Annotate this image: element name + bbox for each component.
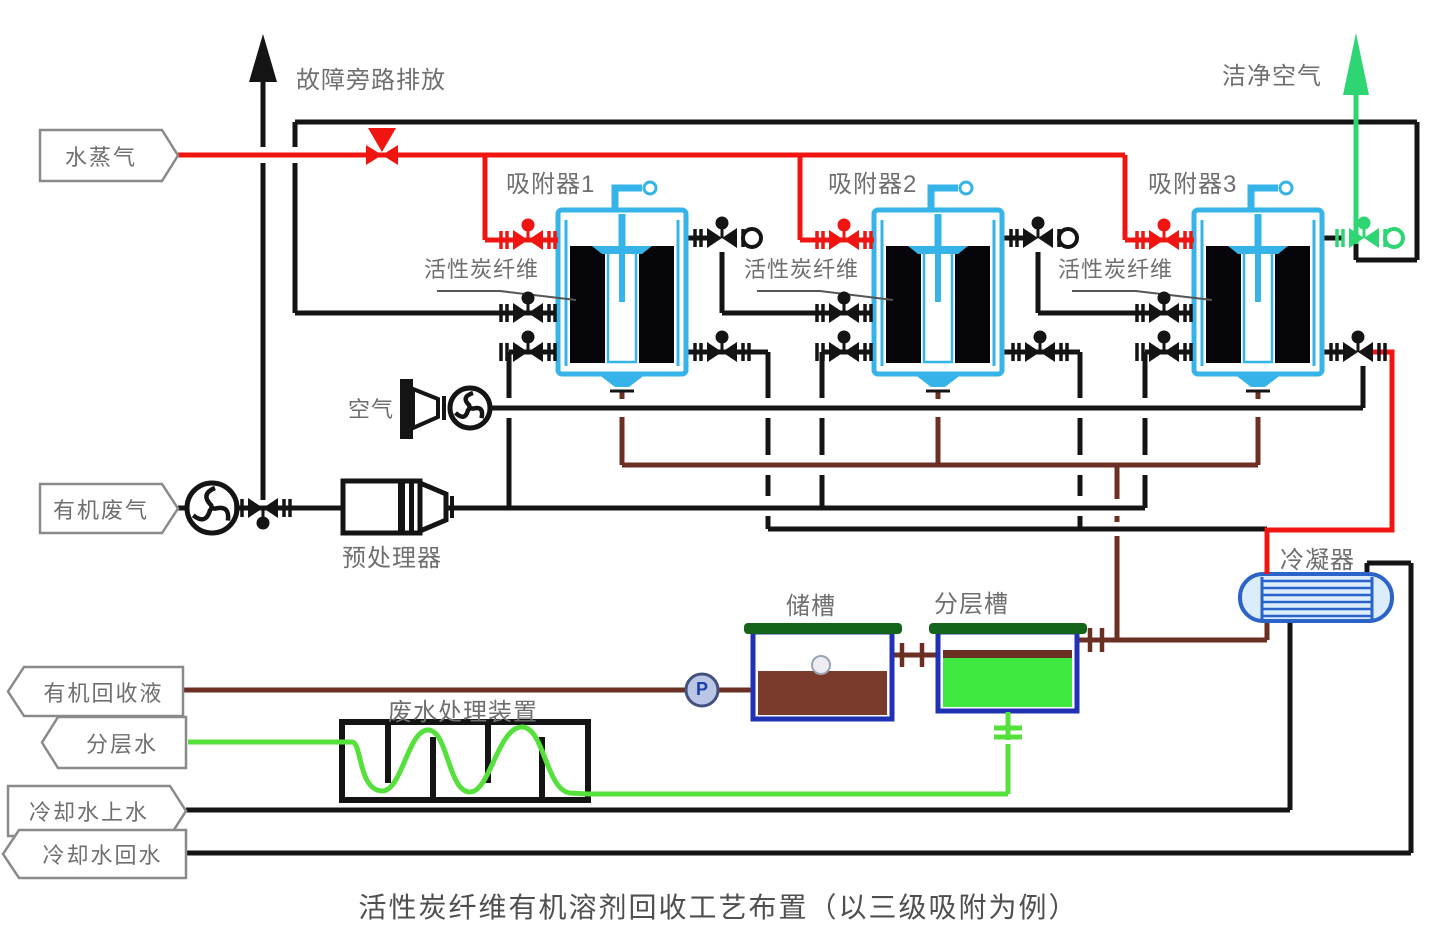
label-storage-tank: 储槽 [786, 593, 836, 620]
piping-clean-air-green [1343, 33, 1369, 244]
inlet-valve-low-1 [499, 330, 557, 362]
label-acf-3: 活性炭纤维 [1058, 257, 1174, 282]
adsorber-vessel-1 [555, 180, 689, 393]
tag-shapes [1, 128, 188, 880]
label-condenser: 冷凝器 [1280, 547, 1355, 574]
steam-valve-1 [499, 218, 557, 250]
waste-gas-blower-icon [184, 480, 240, 536]
label-acf-1: 活性炭纤维 [424, 257, 540, 282]
steam-valve-2 [815, 218, 873, 250]
air-blower-icon [447, 385, 493, 431]
inlet-valve-mid-1 [499, 291, 557, 323]
label-adsorber-3: 吸附器3 [1148, 171, 1238, 198]
tag-cooling-water-supply: 冷却水上水 [28, 800, 149, 825]
inlet-valve-low-2 [815, 330, 873, 362]
label-acf-2: 活性炭纤维 [744, 257, 860, 282]
label-adsorber-2: 吸附器2 [828, 171, 918, 198]
label-adsorber-1: 吸附器1 [506, 171, 596, 198]
label-air: 空气 [348, 397, 395, 422]
air-intake-horn [400, 379, 446, 439]
label-clean-air: 洁净空气 [1222, 63, 1322, 90]
piping-water-green [188, 712, 1022, 797]
outlet-valve-1 [693, 216, 763, 249]
label-preprocessor: 预处理器 [342, 545, 442, 572]
layering-tank [929, 623, 1087, 714]
desorb-valve-2 [1011, 330, 1069, 362]
diagram-title: 活性炭纤维有机溶剂回收工艺布置（以三级吸附为例） [358, 892, 1079, 923]
piping-brown [183, 391, 1270, 693]
label-fault-bypass: 故障旁路排放 [296, 67, 446, 94]
outlet-valve-3 [1335, 216, 1405, 249]
preprocessor-unit [340, 478, 454, 536]
tag-organic-waste-gas: 有机废气 [52, 497, 149, 523]
outlet-valve-2 [1009, 216, 1079, 249]
inlet-valve-mid-2 [815, 291, 873, 323]
tag-steam: 水蒸气 [64, 144, 137, 170]
label-wastewater-unit: 废水处理装置 [388, 699, 538, 726]
waste-gas-valve [234, 498, 292, 530]
desorb-valve-1 [693, 330, 751, 362]
adsorber-vessel-2 [871, 180, 1005, 393]
condenser-unit [1238, 572, 1394, 623]
inlet-valve-mid-3 [1135, 291, 1193, 323]
recovered-liquid-pump [684, 672, 720, 708]
desorb-valve-3 [1329, 330, 1387, 362]
inlet-valve-low-3 [1135, 330, 1193, 362]
steam-valve-3 [1135, 218, 1193, 250]
adsorber-vessel-3 [1191, 180, 1325, 393]
tag-cooling-water-return: 冷却水回水 [42, 843, 163, 868]
acf-pointer-lines [437, 290, 1213, 301]
tag-organic-recovered-liquid: 有机回收液 [43, 680, 164, 706]
tag-layered-water: 分层水 [85, 731, 158, 757]
storage-tank [744, 623, 902, 722]
pump-letter: P [696, 679, 709, 699]
label-layering-tank: 分层槽 [934, 591, 1009, 618]
